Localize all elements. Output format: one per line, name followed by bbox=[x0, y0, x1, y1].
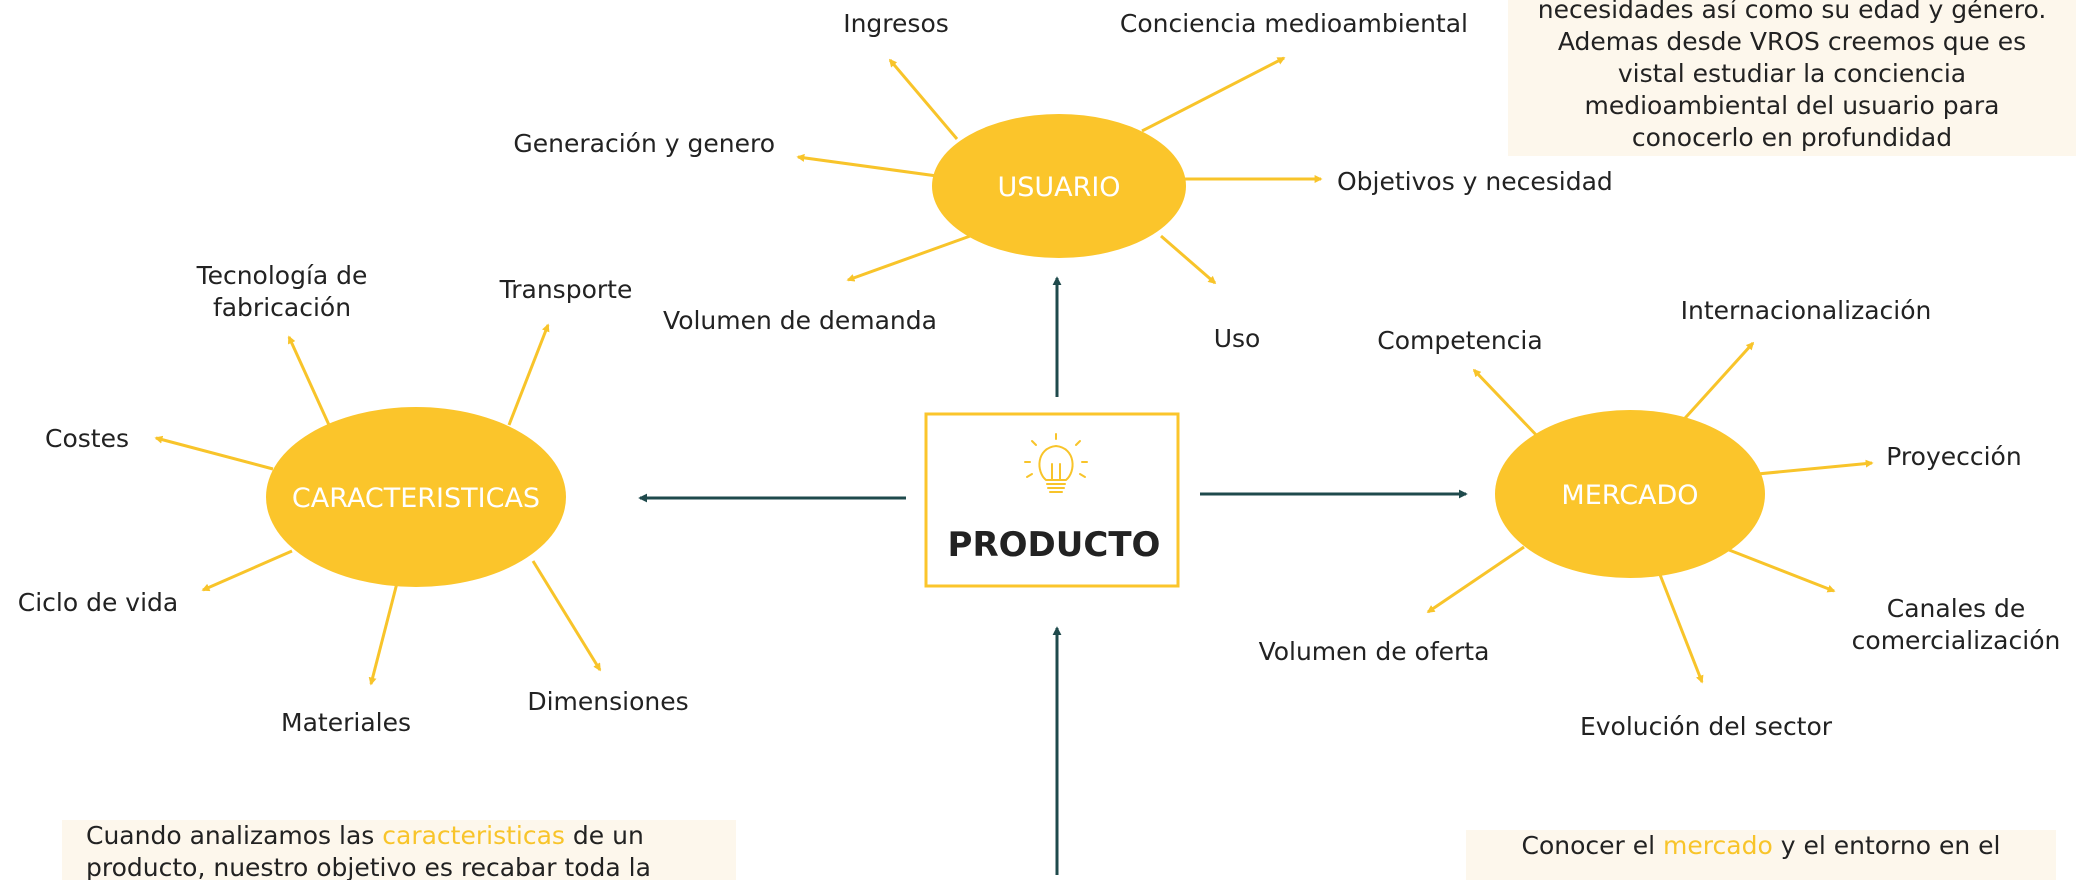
caracteristicas-node-label: CARACTERISTICAS bbox=[292, 483, 540, 514]
label-evolucion: Evolución del sector bbox=[1580, 712, 1833, 741]
mercado-note-highlight: mercado bbox=[1663, 831, 1773, 860]
usuario-node-label: USUARIO bbox=[997, 172, 1120, 203]
label-ingresos: Ingresos bbox=[843, 9, 949, 38]
arrow-ciclo bbox=[201, 549, 293, 592]
arrow-competencia bbox=[1472, 368, 1543, 442]
caracteristicas-note-prefix: Cuando analizamos las bbox=[86, 821, 383, 850]
arrow-volumen-demanda bbox=[846, 233, 974, 282]
usuario-arrows bbox=[796, 56, 1323, 285]
mercado-note-prefix: Conocer el bbox=[1521, 831, 1664, 860]
label-ciclo: Ciclo de vida bbox=[18, 588, 178, 617]
arrow-uso bbox=[1160, 234, 1217, 285]
label-objetivos: Objetivos y necesidad bbox=[1337, 167, 1613, 196]
label-uso: Uso bbox=[1214, 324, 1261, 353]
arrow-evolucion bbox=[1655, 566, 1704, 684]
caracteristicas-note-line-2: producto, nuestro objetivo es recabar to… bbox=[86, 853, 651, 880]
mercado-node bbox=[1495, 410, 1765, 578]
label-conciencia: Conciencia medioambiental bbox=[1120, 9, 1468, 38]
label-costes: Costes bbox=[45, 424, 129, 453]
arrow-dimensiones bbox=[531, 560, 602, 672]
usuario-node bbox=[932, 114, 1186, 258]
arrow-ingresos bbox=[888, 58, 959, 140]
arrow-tecnologia bbox=[287, 335, 331, 426]
arrow-volumen-oferta bbox=[1426, 545, 1525, 614]
label-transporte: Transporte bbox=[499, 275, 633, 304]
arrow-canales bbox=[1723, 546, 1836, 593]
label-competencia: Competencia bbox=[1377, 326, 1542, 355]
label-volumen-oferta: Volumen de oferta bbox=[1259, 637, 1490, 666]
label-canales-2: comercialización bbox=[1852, 626, 2061, 655]
label-dimensiones: Dimensiones bbox=[527, 687, 688, 716]
label-tecnologia-2: fabricación bbox=[213, 293, 351, 322]
arrow-conciencia bbox=[1141, 56, 1286, 133]
producto-box bbox=[924, 412, 1180, 588]
mercado-note: Conocer el mercado y el entorno en el bbox=[1466, 830, 2056, 880]
label-tecnologia-1: Tecnología de bbox=[196, 261, 368, 290]
label-generacion: Generación y genero bbox=[513, 129, 775, 158]
label-proyeccion: Proyección bbox=[1886, 442, 2021, 471]
caracteristicas-note-line-1: Cuando analizamos las caracteristicas de… bbox=[86, 820, 736, 852]
center-connectors bbox=[638, 276, 1468, 875]
arrow-costes bbox=[154, 435, 274, 471]
arrow-transporte bbox=[507, 323, 550, 426]
usuario-note-line-3: vistal estudiar la conciencia bbox=[1617, 59, 1967, 88]
producto-title: PRODUCTO bbox=[948, 525, 1161, 565]
caracteristicas-node bbox=[266, 407, 566, 587]
arrow-generacion bbox=[796, 153, 938, 178]
label-internacionalizacion: Internacionalización bbox=[1681, 296, 1932, 325]
caracteristicas-arrows bbox=[154, 323, 602, 686]
caracteristicas-note-highlight: caracteristicas bbox=[382, 821, 565, 850]
mercado-note-line-1: Conocer el mercado y el entorno en el bbox=[1466, 830, 2056, 862]
usuario-note-line-4: medioambiental del usuario para bbox=[1584, 91, 2000, 120]
usuario-note-line-5: conocerlo en profundidad bbox=[1631, 123, 1953, 152]
usuario-note-line-1: necesidades así como su edad y género. bbox=[1537, 0, 2047, 24]
caracteristicas-note-suffix: de un bbox=[564, 821, 644, 850]
arrow-materiales bbox=[368, 582, 399, 686]
label-materiales: Materiales bbox=[281, 708, 411, 737]
mercado-note-suffix: y el entorno en el bbox=[1772, 831, 2001, 860]
label-canales-1: Canales de bbox=[1887, 594, 2026, 623]
label-volumen-demanda: Volumen de demanda bbox=[663, 306, 937, 335]
usuario-note-line-2: Ademas desde VROS creemos que es bbox=[1557, 27, 2027, 56]
arrow-internacionalizacion bbox=[1675, 341, 1755, 429]
usuario-note: necesidades así como su edad y género. A… bbox=[1508, 0, 2076, 156]
lightbulb-icon bbox=[1024, 433, 1088, 493]
mercado-node-label: MERCADO bbox=[1561, 480, 1698, 511]
caracteristicas-note: Cuando analizamos las caracteristicas de… bbox=[62, 820, 736, 880]
